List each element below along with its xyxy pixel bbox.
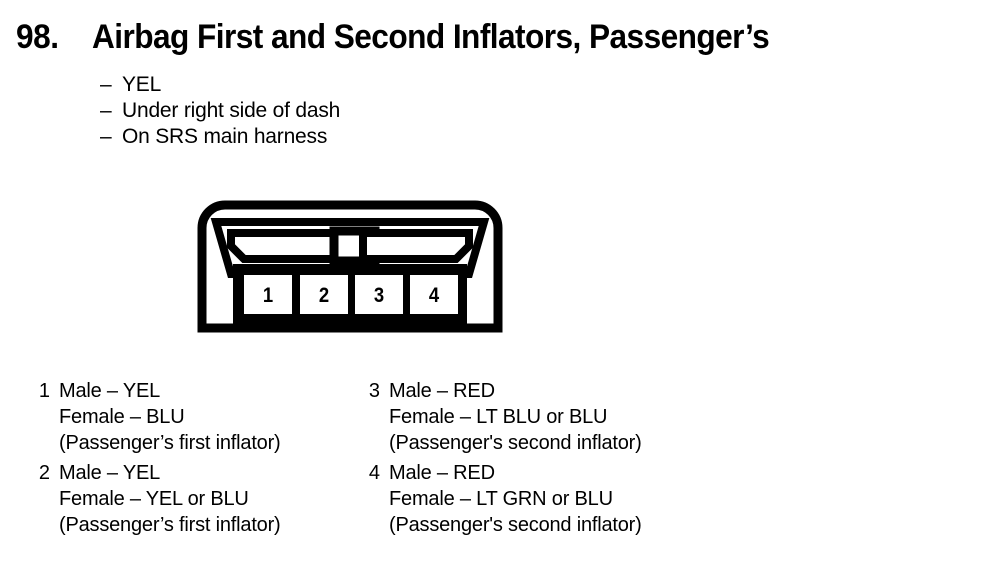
legend-female-line: Female – YEL or BLU xyxy=(59,488,249,510)
cavity-3 xyxy=(355,275,403,314)
right-latch-slot xyxy=(359,229,473,263)
bullet-label: On SRS main harness xyxy=(122,125,328,148)
legend-note-line: (Passenger’s first inflator) xyxy=(59,432,281,454)
legend-entry: 4 Male – RED Female – LT GRN or BLU (Pas… xyxy=(360,460,642,538)
cavity-4-label: 4 xyxy=(429,284,439,307)
legend-male-line: Male – RED xyxy=(389,380,495,402)
legend-pin-number: 4 xyxy=(368,462,380,484)
dash-icon: – xyxy=(100,73,112,96)
legend-female-line: Female – LT GRN or BLU xyxy=(389,488,613,510)
cavity-2-label: 2 xyxy=(319,284,329,307)
connector-diagram: 1 2 3 4 xyxy=(197,200,503,333)
legend-male-line: Male – YEL xyxy=(59,462,161,484)
title-text: Airbag First and Second Inflators, Passe… xyxy=(91,18,770,56)
dash-icon: – xyxy=(100,99,112,122)
left-latch-slot xyxy=(227,229,341,263)
legend-female-line: Female – BLU xyxy=(59,406,185,428)
legend-entry: 1 Male – YEL Female – BLU (Passenger’s f… xyxy=(30,378,281,456)
bullet-label: Under right side of dash xyxy=(122,99,341,122)
dash-icon: – xyxy=(100,125,112,148)
legend-pin-number: 2 xyxy=(38,462,50,484)
legend-male-line: Male – RED xyxy=(389,462,495,484)
legend-note-line: (Passenger's second inflator) xyxy=(389,432,642,454)
bullet-label: YEL xyxy=(122,73,162,96)
item-number: 98. xyxy=(16,18,59,56)
cavity-2 xyxy=(300,275,348,314)
bullet-item: – Under right side of dash xyxy=(100,98,340,124)
legend-column-right: 3 Male – RED Female – LT BLU or BLU (Pas… xyxy=(360,378,642,542)
legend-entry: 3 Male – RED Female – LT BLU or BLU (Pas… xyxy=(360,378,642,456)
legend-male-line: Male – YEL xyxy=(59,380,161,402)
legend-note-line: (Passenger's second inflator) xyxy=(389,514,642,536)
bullet-item: – YEL xyxy=(100,72,340,98)
cavity-4 xyxy=(410,275,458,314)
description-bullets: – YEL – Under right side of dash – On SR… xyxy=(100,72,340,150)
legend-pin-number: 1 xyxy=(38,380,50,402)
legend-column-left: 1 Male – YEL Female – BLU (Passenger’s f… xyxy=(30,378,281,542)
page-title: 98. Airbag First and Second Inflators, P… xyxy=(16,18,820,57)
bullet-item: – On SRS main harness xyxy=(100,124,340,150)
cavity-3-label: 3 xyxy=(374,284,384,307)
legend-note-line: (Passenger’s first inflator) xyxy=(59,514,281,536)
legend-entry: 2 Male – YEL Female – YEL or BLU (Passen… xyxy=(30,460,281,538)
cavity-1 xyxy=(244,275,292,314)
cavity-1-label: 1 xyxy=(263,284,273,307)
legend-pin-number: 3 xyxy=(368,380,380,402)
legend-female-line: Female – LT BLU or BLU xyxy=(389,406,608,428)
